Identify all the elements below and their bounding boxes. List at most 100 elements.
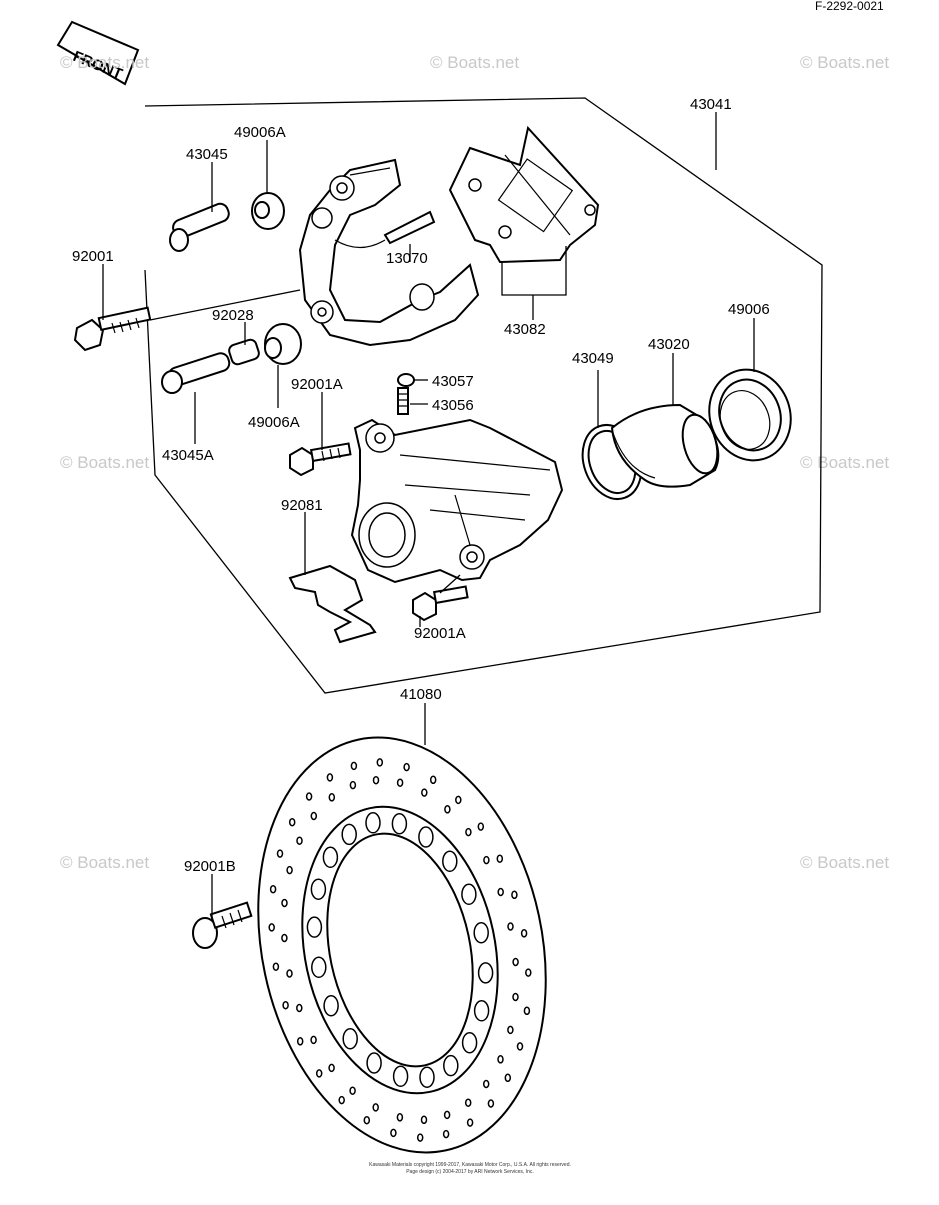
disc-vent-hole — [310, 1035, 317, 1045]
disc-vent-hole — [272, 962, 280, 971]
anti-rattle-spring — [288, 564, 377, 644]
label-43020: 43020 — [648, 336, 690, 353]
disc-vent-hole — [296, 1037, 304, 1046]
disc-vent-hole — [328, 1063, 335, 1073]
label-43056: 43056 — [432, 397, 474, 414]
disc-vent-hole — [512, 992, 519, 1002]
disc-mount-hole — [473, 1000, 490, 1022]
pad-spring — [383, 210, 436, 245]
disc-vent-hole — [268, 923, 275, 932]
disc-vent-hole — [511, 890, 518, 900]
disc-vent-hole — [282, 1000, 289, 1010]
disc-vent-hole — [487, 1099, 495, 1108]
label-49006A-top: 49006A — [234, 124, 286, 141]
disc-mount-hole — [342, 1027, 358, 1050]
disc-mount-hole — [341, 823, 357, 846]
disc-vent-hole — [516, 1042, 524, 1051]
disc-vent-hole — [296, 1003, 303, 1013]
disc-vent-hole — [497, 887, 504, 897]
disc-vent-hole — [507, 1025, 514, 1035]
label-92028: 92028 — [212, 307, 254, 324]
label-92001B: 92001B — [184, 858, 236, 875]
disc-vent-hole — [520, 929, 528, 938]
front-arrow-icon: FRONT — [56, 20, 140, 86]
watermark: © Boats.net — [800, 853, 889, 872]
disc-vent-hole — [497, 1055, 504, 1064]
disc-vent-hole — [310, 811, 318, 821]
part-labels: 43041 49006A 43045 13070 92001 92028 430… — [72, 96, 770, 875]
disc-vent-hole — [429, 775, 437, 785]
dust-seal — [708, 368, 792, 462]
label-49006: 49006 — [728, 301, 770, 318]
disc-vent-hole — [363, 1115, 371, 1125]
disc-vent-hole — [281, 933, 288, 943]
disc-mount-hole — [391, 812, 408, 835]
disc-vent-holes — [268, 758, 532, 1142]
label-49006A-bottom: 49006A — [248, 414, 300, 431]
disc-vent-hole — [372, 775, 380, 785]
disc-vent-hole — [338, 1095, 345, 1105]
disc-vent-hole — [349, 1086, 356, 1095]
watermark: © Boats.net — [800, 453, 889, 472]
disc-vent-hole — [483, 855, 490, 865]
disc-vent-hole — [372, 1103, 379, 1112]
bolt-92001A-bottom — [412, 585, 469, 622]
disc-vent-hole — [512, 957, 519, 967]
disc-vent-hole — [525, 968, 532, 977]
leader-lines — [102, 112, 755, 920]
disc-vent-hole — [296, 836, 303, 845]
label-92081: 92081 — [281, 497, 323, 514]
label-43057: 43057 — [432, 373, 474, 390]
disc-mount-hole — [477, 962, 494, 984]
bolt-92001B — [192, 901, 253, 949]
sleeve-92028 — [228, 338, 260, 366]
disc-vent-hole — [315, 1069, 323, 1078]
label-92001: 92001 — [72, 248, 114, 265]
disc-vent-hole — [269, 884, 277, 894]
disc-vent-hole — [326, 773, 334, 782]
caliper-bracket — [298, 158, 480, 347]
copyright-line-1: Kawasaki Materials copyright 1999-2017, … — [369, 1162, 571, 1168]
disc-vent-hole — [496, 854, 504, 863]
assembly-outline — [144, 97, 823, 694]
disc-vent-hole — [455, 795, 462, 805]
label-43045A: 43045A — [162, 447, 214, 464]
disc-vent-hole — [482, 1079, 490, 1089]
disc-vent-hole — [350, 761, 358, 771]
disc-mount-hole — [392, 1065, 409, 1088]
caliper-body — [350, 418, 564, 584]
watermark: © Boats.net — [60, 853, 149, 872]
pin-43045A — [161, 352, 231, 394]
label-43045: 43045 — [186, 146, 228, 163]
disc-mount-hole — [473, 921, 489, 944]
bolt-92001 — [73, 306, 152, 352]
disc-vent-hole — [420, 1115, 428, 1125]
disc-mount-hole — [365, 812, 381, 834]
disc-vent-hole — [286, 969, 293, 978]
disc-vent-hole — [396, 1113, 404, 1122]
disc-vent-hole — [443, 1110, 451, 1120]
disc-mount-hole — [418, 826, 434, 848]
diagram-ref-number: F-2292-0021 — [815, 0, 884, 13]
disc-mount-hole — [461, 883, 477, 906]
label-92001A-top: 92001A — [291, 376, 343, 393]
disc-mount-hole — [443, 1054, 459, 1077]
disc-vent-hole — [416, 1133, 424, 1142]
disc-vent-hole — [464, 1098, 472, 1107]
boot-49006A-bottom — [264, 323, 302, 365]
disc-vent-hole — [288, 817, 296, 827]
copyright-line-2: Page design (c) 2004-2017 by ARI Network… — [406, 1169, 534, 1175]
disc-vent-hole — [390, 1128, 397, 1138]
watermark: © Boats.net — [60, 53, 149, 72]
disc-mount-hole — [311, 956, 327, 979]
disc-vent-hole — [466, 1118, 474, 1127]
piston — [610, 403, 720, 488]
disc-vent-hole — [403, 762, 410, 772]
disc-mount-hole — [322, 846, 339, 869]
disc-vent-hole — [396, 778, 404, 787]
disc-vent-hole — [281, 898, 288, 908]
label-92001A-bottom: 92001A — [414, 625, 466, 642]
disc-vent-hole — [376, 758, 384, 767]
disc-vent-hole — [349, 780, 357, 790]
